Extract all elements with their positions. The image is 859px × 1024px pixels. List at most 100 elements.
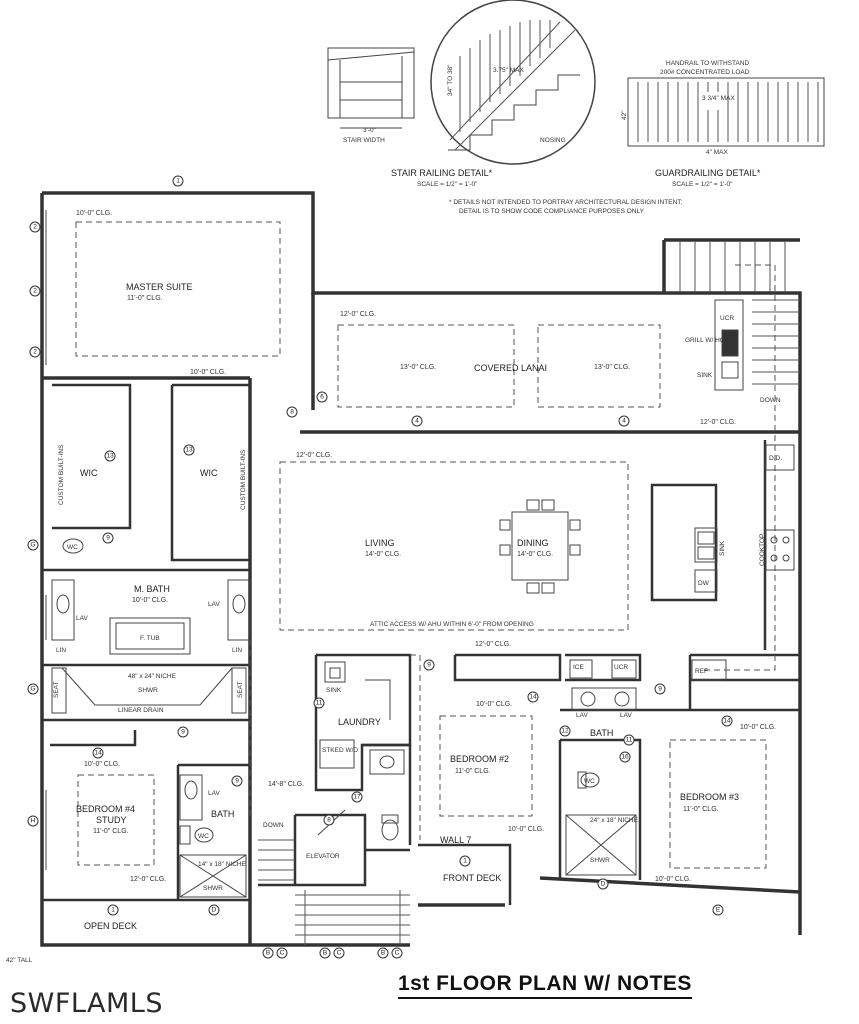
svg-text:B: B [266,950,270,957]
room-labels: MASTER SUITE 11'-0" CLG. 10'-0" CLG. COV… [6,210,782,964]
center-bath-fixtures [565,771,637,876]
wic-right-label: WIC [200,468,218,478]
svg-text:8: 8 [290,409,294,416]
living-top-clg: 12'-0" CLG. [296,452,332,459]
stair-nosing: NOSING [540,137,566,144]
svg-text:1: 1 [463,858,467,865]
left-shwr-label: SHWR [203,885,223,892]
cooktop-label: COOKTOP [759,534,766,566]
svg-text:13: 13 [185,447,193,454]
svg-text:14: 14 [94,750,102,757]
left-wc-label: WC [198,833,209,840]
guardrail-note2: 200# CONCENTRATED LOAD [660,69,750,76]
left-lav-label: LAV [208,790,220,797]
stair-foyer [258,839,410,945]
left-bath-fixtures [179,774,247,898]
dining-clg: 14'-0" CLG. [517,551,553,558]
wic-clg: 10'-0" CLG. [190,369,226,376]
tall-note: 42" TALL [6,957,33,964]
master-suite-clg: 11'-0" CLG. [127,295,163,302]
lanai-clg-top: 12'-0" CLG. [340,311,376,318]
lanai-clg-bottom: 12'-0" CLG. [700,419,736,426]
laundry-fixtures [317,661,405,841]
svg-text:14: 14 [529,694,537,701]
seat-right-label: SEAT [237,681,244,698]
lin-left-label: LIN [56,647,66,654]
stair-width-dim: 3'-0" [363,127,377,134]
bedroom3-label: BEDROOM #3 [680,792,739,802]
guardrail-scale: SCALE = 1/2" = 1'-0" [672,181,733,188]
lanai-clg-left: 13'-0" CLG. [400,364,436,371]
m-bath-label: M. BATH [134,584,170,594]
svg-text:9: 9 [235,778,239,785]
svg-text:B: B [381,950,385,957]
stair-railing-dim2: 34" TO 38" [447,64,454,96]
center-lav-right: LAV [620,712,632,719]
wall7-label: WALL 7 [440,835,471,845]
master-suite-label: MASTER SUITE [126,282,193,292]
covered-lanai-label: COVERED LANAI [474,363,547,373]
open-deck-label: OPEN DECK [84,921,137,931]
disclaimer-line2: DETAIL IS TO SHOW CODE COMPLIANCE PURPOS… [459,208,645,215]
laundry-sink-label: SINK [326,687,342,694]
svg-text:G: G [30,542,35,549]
svg-text:D: D [212,907,217,914]
elevator-label: ELEVATOR [306,853,340,860]
stair-railing-detail: 3.75" MAX 34" TO 38" NOSING STAIR RAILIN… [391,0,596,188]
svg-text:1: 1 [111,907,115,914]
watermark: SWFLAMLS [10,988,163,1019]
laundry-label: LAUNDRY [338,717,381,727]
svg-text:9: 9 [181,729,185,736]
bedroom2-clg: 11'-0" CLG. [455,768,491,775]
lin-right-label: LIN [232,647,242,654]
svg-text:17: 17 [353,794,361,801]
lanai-sink-label: SINK [697,372,713,379]
grill-label: GRILL W/ HOOD [685,337,735,344]
svg-text:8: 8 [327,817,331,824]
stair-railing-scale: SCALE = 1/2" = 1'-0" [417,181,478,188]
svg-text:6: 6 [320,394,324,401]
svg-text:2: 2 [33,288,37,295]
kitchen-clg: 12'-0" CLG. [475,641,511,648]
svg-text:G: G [30,686,35,693]
bedroom2-top-clg: 10'-0" CLG. [476,701,512,708]
ref-label: REF [695,668,708,675]
m-bath-clg: 10'-0" CLG. [132,597,168,604]
svg-text:2: 2 [33,349,37,356]
master-top-clg: 10'-0" CLG. [76,210,112,217]
interior-walls [42,383,800,905]
guardrail-note1: HANDRAIL TO WITHSTAND [666,60,749,67]
dw-label: DW [698,580,710,587]
svg-text:13: 13 [106,453,114,460]
svg-text:9: 9 [106,535,110,542]
front-deck-label: FRONT DECK [443,873,501,883]
stair-width-detail: 3'-0" STAIR WIDTH [327,47,415,144]
lanai-down-label: DOWN [760,397,781,404]
guardrail-detail: HANDRAIL TO WITHSTAND 200# CONCENTRATED … [449,60,825,215]
bedroom2-bot-clg: 10'-0" CLG. [508,826,544,833]
svg-text:2: 2 [33,224,37,231]
svg-text:12: 12 [561,728,569,735]
dd-label: D.D. [769,455,782,462]
guardrail-bottom: 4" MAX [706,149,728,156]
disclaimer-line1: * DETAILS NOT INTENDED TO PORTRAY ARCHIT… [449,199,683,206]
master-shwr-label: SHWR [138,687,158,694]
svg-text:E: E [716,907,721,914]
note-tags: 1 2 2 2 6 8 4 4 13 13 9 G G 9 14 9 H 1 D… [27,175,733,959]
wic-left-label: WIC [80,468,98,478]
svg-text:16: 16 [621,754,629,761]
bedroom4-label: BEDROOM #4 [76,804,135,814]
svg-text:C: C [395,950,400,957]
lanai-stairs [679,242,800,385]
svg-text:H: H [31,818,36,825]
dining-label: DINING [517,538,549,548]
center-shwr-label: SHWR [590,857,610,864]
niche-left-label: 14" x 18" NICHE [198,861,247,868]
tub-label: F. TUB [140,635,160,642]
ice-label: ICE [573,664,585,671]
svg-text:11: 11 [626,737,633,744]
guardrail-dim: 3 3/4" MAX [702,95,735,102]
stair-width-label: STAIR WIDTH [343,137,385,144]
bedroom4-clg: 11'-0" CLG. [93,828,129,835]
